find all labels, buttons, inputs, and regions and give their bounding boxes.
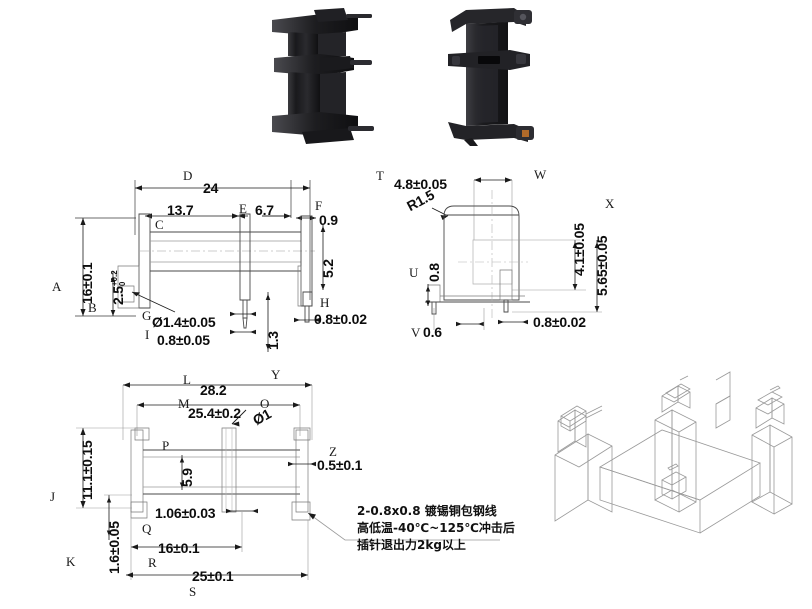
note-line-1: 2-0.8x0.8 镀锡铜包钢线 <box>357 504 497 518</box>
label-C: C <box>155 217 164 232</box>
label-B: B <box>88 300 97 315</box>
dim-Q-1p06: 1.06±0.03 <box>155 505 216 521</box>
dim-H-0p8: 0.8±0.02 <box>314 311 367 327</box>
label-F: F <box>315 198 323 213</box>
label-D: D <box>183 168 193 183</box>
dim-C-13p7: 13.7 <box>167 202 194 218</box>
dim-5p2: 5.2 <box>320 259 336 278</box>
dim-dia1: Ø1 <box>250 405 274 429</box>
label-G: G <box>142 308 152 323</box>
label-J: J <box>50 489 56 504</box>
dim-L-28p2: 28.2 <box>200 382 227 398</box>
dim-A-16: 16±0.1 <box>79 262 95 304</box>
label-Q: Q <box>142 521 152 536</box>
label-S: S <box>189 584 197 599</box>
label-T: T <box>376 168 384 183</box>
dim-J-11p1: 11.1±0.15 <box>79 440 95 500</box>
dim-X-5p65: 5.65±0.05 <box>594 235 610 296</box>
dim-G-dia1p4: Ø1.4±0.05 <box>152 314 216 330</box>
dim-V-0p6: 0.6 <box>423 324 442 340</box>
label-X: X <box>605 196 615 211</box>
note-line-3: 插针退出力2kg以上 <box>357 538 466 552</box>
dim-B-lower: 0 <box>117 281 127 287</box>
dim-K-1p6: 1.6±0.05 <box>106 521 122 574</box>
dim-M-25p4: 25.4±0.2 <box>188 405 241 421</box>
process-note: 2-0.8x0.8 镀锡铜包钢线 高低温-40℃~125℃冲击后 插针退出力2k… <box>357 503 515 554</box>
label-L: L <box>183 372 191 387</box>
label-M: M <box>178 396 190 411</box>
label-U: U <box>409 265 419 280</box>
label-E: E <box>239 201 247 216</box>
label-H: H <box>320 295 330 310</box>
dim-Z-0p5: 0.5±0.1 <box>317 457 363 473</box>
dim-S-25: 25±0.1 <box>192 568 234 584</box>
dim-T-4p8: 4.8±0.05 <box>394 176 447 192</box>
bobbin-photo-side <box>430 4 550 146</box>
label-I: I <box>145 327 150 342</box>
label-Z: Z <box>329 444 337 459</box>
label-V: V <box>411 325 421 340</box>
label-W: W <box>534 167 547 182</box>
dim-W-4p1: 4.1±0.05 <box>571 223 587 276</box>
label-K: K <box>66 554 76 569</box>
dim-I-0p8: 0.8±0.05 <box>157 332 210 348</box>
note-line-2: 高低温-40℃~125℃冲击后 <box>357 521 515 535</box>
dim-R-16: 16±0.1 <box>158 540 200 556</box>
dim-side-pin-0p8: 0.8±0.02 <box>533 314 586 330</box>
dim-1p3: 1.3 <box>265 331 281 350</box>
dim-D-24: 24 <box>203 180 219 196</box>
label-P: P <box>162 438 170 453</box>
bobbin-photo-front <box>262 6 384 146</box>
label-A: A <box>52 279 62 294</box>
dim-P-5p9: 5.9 <box>179 468 195 487</box>
label-Y: Y <box>271 367 281 382</box>
label-O: O <box>260 396 270 411</box>
dim-U-0p8: 0.8 <box>426 263 442 282</box>
label-R: R <box>148 555 157 570</box>
dim-E-6p7: 6.7 <box>255 202 274 218</box>
dim-F-0p9: 0.9 <box>319 212 338 228</box>
dim-B-value: 2.5 <box>110 286 126 305</box>
